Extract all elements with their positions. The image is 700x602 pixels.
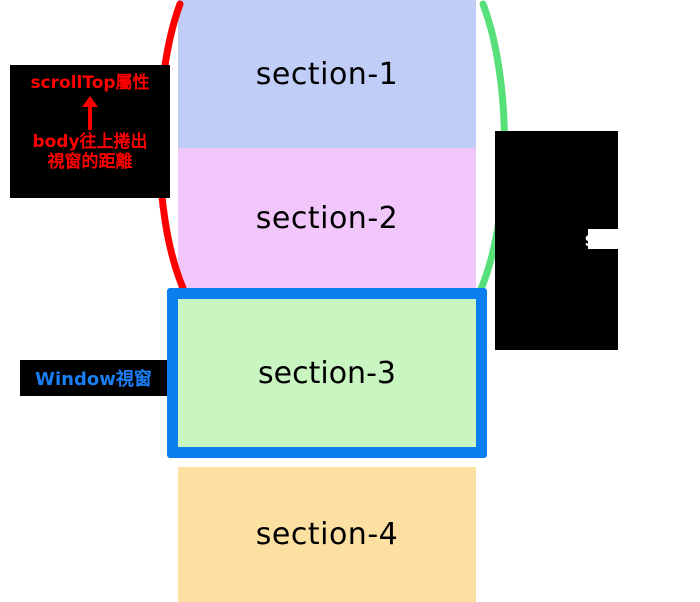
scrolltop-desc-line-1: body往上捲出 [32, 131, 148, 152]
section-block-4: section-4 [178, 467, 476, 602]
section-block-2: section-2 [178, 148, 476, 289]
window-viewport-frame [167, 288, 487, 458]
section-1-label: section-1 [255, 56, 399, 92]
label-occluder-bar [588, 229, 668, 249]
arrow-up-icon [80, 95, 100, 130]
scrolltop-title: scrollTop屬性 [30, 73, 150, 93]
scrolltop-desc-line-2: 視窗的距離 [47, 152, 133, 173]
window-label-box: Window視窗 [20, 360, 167, 396]
section-2-label: section-2 [255, 201, 399, 236]
section-block-1: section-1 [178, 0, 476, 148]
section-4-label: section-4 [255, 517, 399, 552]
section-3-label: section-3 [258, 355, 396, 391]
window-label: Window視窗 [35, 369, 152, 390]
scrolltop-annotation-box: scrollTop屬性 body往上捲出 視窗的距離 [10, 65, 170, 198]
section-block-3: section-3 [178, 299, 476, 447]
